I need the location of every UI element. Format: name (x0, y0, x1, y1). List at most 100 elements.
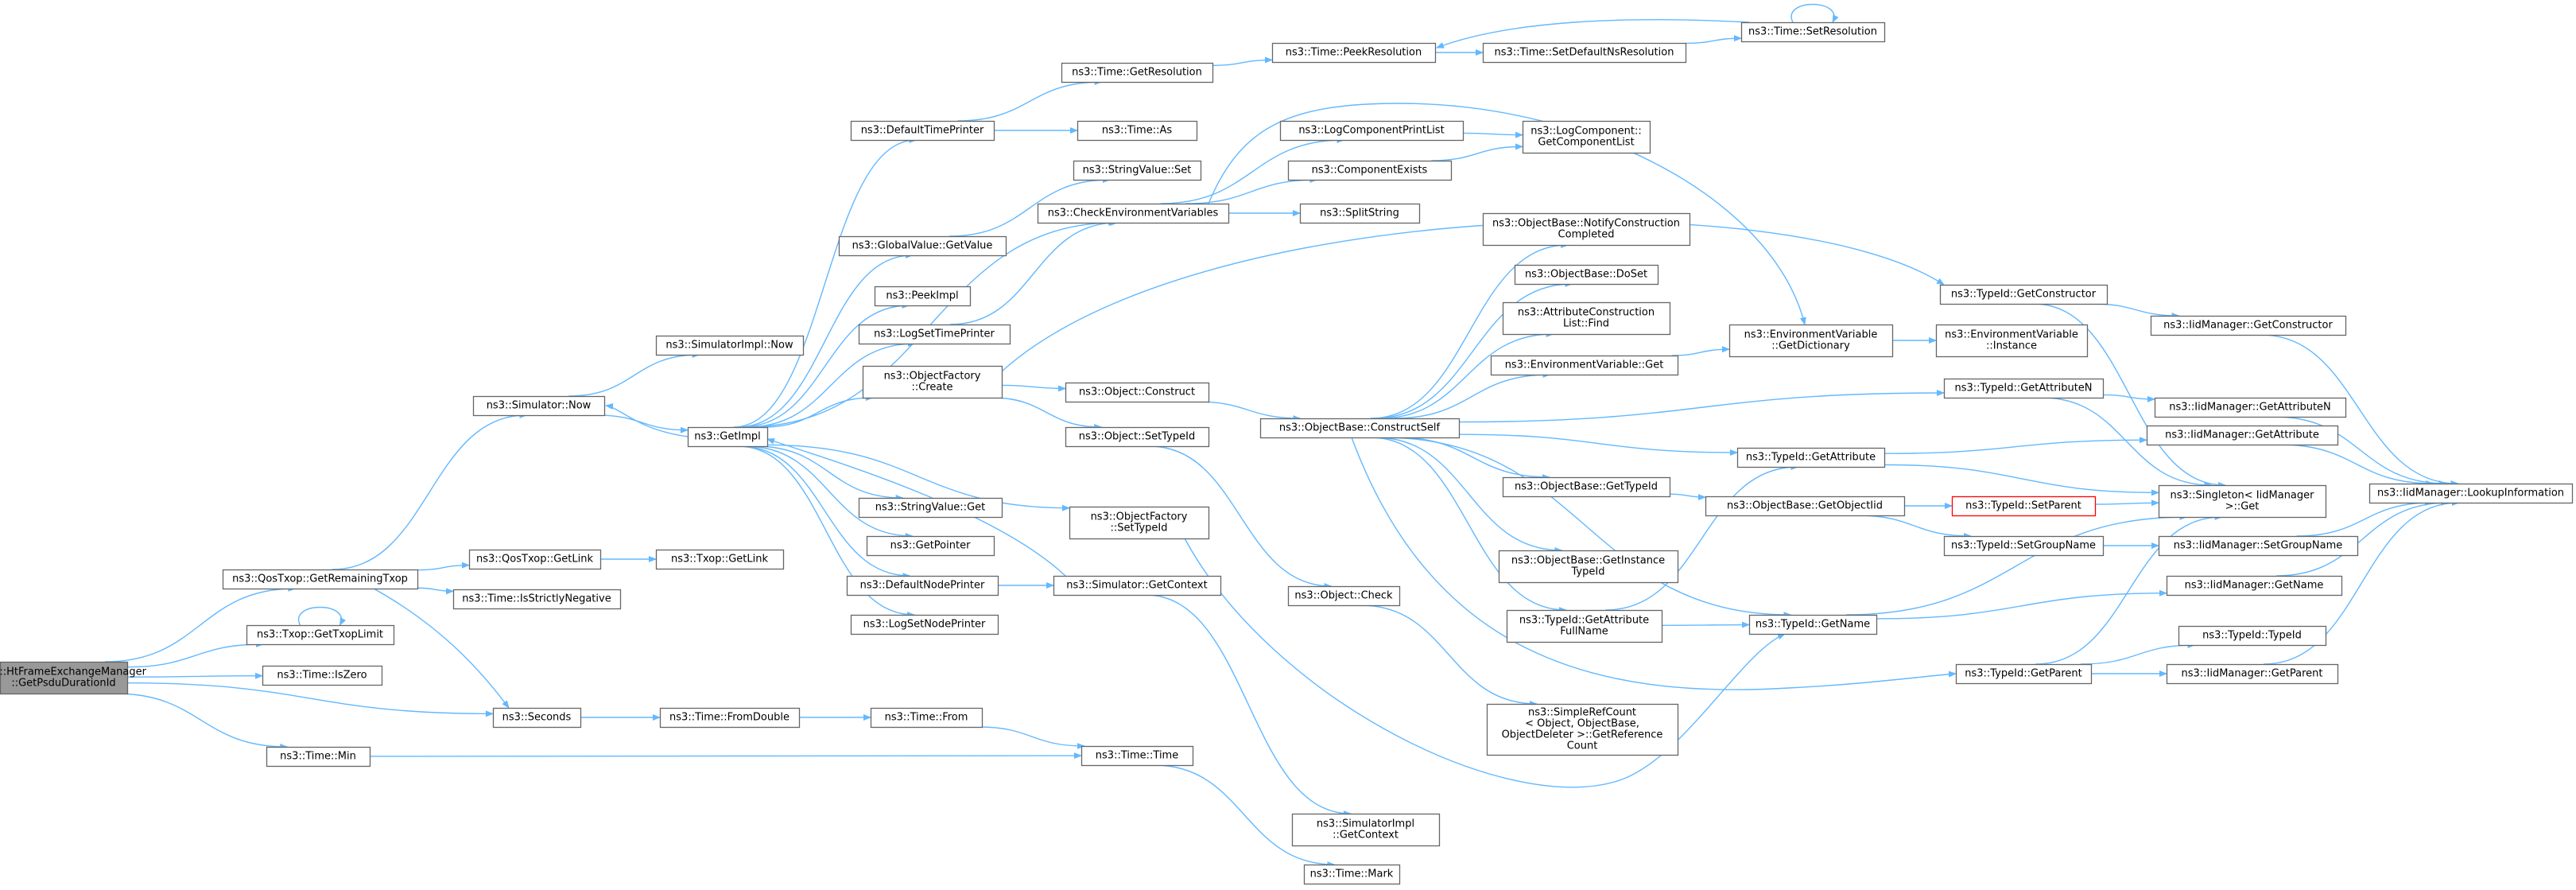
node-qos-getrem[interactable]: ns3::QosTxop::GetRemainingTxop (222, 569, 419, 590)
node-objbase-gettypeid[interactable]: ns3::ObjectBase::GetTypeId (1502, 476, 1671, 498)
node-typeid-getconstructor[interactable]: ns3::TypeId::GetConstructor (1939, 284, 2109, 305)
node-getobjectiid[interactable]: ns3::ObjectBase::GetObjectIid (1705, 496, 1906, 517)
node-qos-getlink[interactable]: ns3::QosTxop::GetLink (468, 549, 602, 570)
node-label: ns3::Time::GetResolution (1072, 67, 1202, 79)
node-iid-getattr[interactable]: ns3::IidManager::GetAttribute (2146, 425, 2339, 446)
node-time-from[interactable]: ns3::Time::From (870, 707, 983, 729)
node-box (266, 746, 371, 768)
node-time-time[interactable]: ns3::Time::Time (1080, 745, 1194, 767)
node-time-getres[interactable]: ns3::Time::GetResolution (1061, 62, 1214, 84)
node-logsettimeprinter[interactable]: ns3::LogSetTimePrinter (858, 324, 1011, 345)
node-simplerefcount[interactable]: ns3::SimpleRefCount< Object, ObjectBase,… (1486, 703, 1679, 756)
node-compexists[interactable]: ns3::ComponentExists (1287, 160, 1453, 181)
node-typeid-typeid[interactable]: ns3::TypeId::TypeId (2178, 625, 2327, 647)
node-objfactory-settypeid[interactable]: ns3::ObjectFactory::SetTypeId (1069, 506, 1210, 540)
node-time-isneg[interactable]: ns3::Time::IsStrictlyNegative (452, 589, 622, 610)
node-seconds[interactable]: ns3::Seconds (492, 707, 582, 729)
edge-iid_getname-to-iid_lookup (2276, 499, 2450, 577)
node-label: ns3::Object::Construct (1079, 387, 1195, 398)
node-logsetnodeprinter[interactable]: ns3::LogSetNodePrinter (850, 614, 999, 635)
node-iid-lookup[interactable]: ns3::IidManager::LookupInformation (2368, 483, 2574, 504)
node-stringvalue-get[interactable]: ns3::StringValue::Get (858, 497, 1003, 519)
node-box (1037, 203, 1230, 224)
node-typeid-getparent[interactable]: ns3::TypeId::GetParent (1955, 663, 2093, 685)
node-obj-settypeid[interactable]: ns3::Object::SetTypeId (1065, 426, 1210, 448)
node-envvar-instance[interactable]: ns3::EnvironmentVariable::Instance (1935, 324, 2089, 358)
node-iid-setgroupname[interactable]: ns3::IidManager::SetGroupName (2158, 535, 2359, 557)
node-typeid-getattrn[interactable]: ns3::TypeId::GetAttributeN (1943, 378, 2105, 399)
node-deftimeprinter[interactable]: ns3::DefaultTimePrinter (850, 120, 995, 142)
node-box (1077, 120, 1198, 142)
node-typeid-getattr[interactable]: ns3::TypeId::GetAttribute (1736, 447, 1886, 468)
node-envvar-getdict[interactable]: ns3::EnvironmentVariable::GetDictionary (1728, 324, 1894, 358)
edge-constructself-to-objbase_gettypeid (1396, 437, 1550, 480)
edge-typeid_getname-to-iid_getname (1876, 589, 2167, 620)
node-getpointer[interactable]: ns3::GetPointer (866, 535, 995, 557)
node-peekres[interactable]: ns3::Time::PeekResolution (1271, 42, 1437, 64)
node-notifyconstruct[interactable]: ns3::ObjectBase::NotifyConstructionCompl… (1482, 212, 1691, 247)
node-getimpl[interactable]: ns3::GetImpl (687, 426, 769, 448)
node-label: ns3::ObjectFactory (884, 371, 981, 383)
node-time-min[interactable]: ns3::Time::Min (266, 746, 371, 768)
node-fromdouble[interactable]: ns3::Time::FromDouble (659, 707, 801, 729)
node-root[interactable]: ns3::HtFrameExchangeManager::GetPsduDura… (0, 661, 147, 695)
node-sim-getcontext[interactable]: ns3::Simulator::GetContext (1053, 575, 1222, 597)
node-label: List::Find (1563, 318, 1609, 330)
node-box (1506, 609, 1663, 643)
node-logcompprintlist[interactable]: ns3::LogComponentPrintList (1279, 120, 1465, 142)
edge-constructself-to-typeid_getattr (1458, 433, 1738, 456)
node-iid-getattrn[interactable]: ns3::IidManager::GetAttributeN (2154, 397, 2347, 418)
node-envvar-get[interactable]: ns3::EnvironmentVariable::Get (1490, 355, 1679, 376)
node-constructself[interactable]: ns3::ObjectBase::ConstructSelf (1259, 418, 1461, 439)
node-box (1291, 813, 1441, 847)
node-splitstring[interactable]: ns3::SplitString (1299, 203, 1421, 224)
node-box (1482, 212, 1691, 247)
edge-typeid_getparent-to-singleton_get (2035, 514, 2223, 665)
node-obj-check[interactable]: ns3::Object::Check (1287, 585, 1401, 607)
node-label: ns3::Time::IsStrictlyNegative (462, 593, 611, 605)
node-txop-getlimit[interactable]: ns3::Txop::GetTxopLimit (246, 624, 395, 646)
node-typeid-setparent[interactable]: ns3::TypeId::SetParent (1951, 496, 2097, 517)
node-box (1287, 160, 1453, 181)
node-singleton-get[interactable]: ns3::Singleton< IidManager >::Get (2158, 484, 2327, 519)
node-checkenv[interactable]: ns3::CheckEnvironmentVariables (1037, 203, 1230, 224)
node-box (1053, 575, 1222, 597)
edge-getimpl-to-logsetnodeprinter (737, 445, 915, 618)
node-typeid-getname[interactable]: ns3::TypeId::GetName (1748, 614, 1878, 635)
node-peekimpl[interactable]: ns3::PeekImpl (874, 286, 972, 307)
node-obj-construct[interactable]: ns3::Object::Construct (1065, 382, 1210, 403)
node-time-mark[interactable]: ns3::Time::Mark (1303, 864, 1401, 885)
node-simimpl-now[interactable]: ns3::SimulatorImpl::Now (655, 335, 805, 356)
node-defnodeprinter[interactable]: ns3::DefaultNodePrinter (846, 575, 999, 597)
node-simimpl-getcontext[interactable]: ns3::SimulatorImpl::GetContext (1291, 813, 1441, 847)
edge-getimpl-to-globalvalue_get (737, 252, 914, 428)
node-box (2158, 535, 2359, 557)
node-globalvalue-get[interactable]: ns3::GlobalValue::GetValue (838, 235, 1007, 257)
node-label: ns3::LogComponent:: (1530, 126, 1642, 138)
nodes-layer: ns3::HtFrameExchangeManager::GetPsduDura… (0, 21, 2574, 885)
edge-getimpl-to-deftimeprinter (733, 137, 918, 428)
node-objfactory-create[interactable]: ns3::ObjectFactory::Create (862, 365, 1003, 399)
node-box (1951, 496, 2097, 517)
node-label: ns3::DefaultTimePrinter (861, 125, 984, 137)
node-logcomp-getlist[interactable]: ns3::LogComponent::GetComponentList (1522, 120, 1651, 154)
node-setdefres[interactable]: ns3::Time::SetDefaultNsResolution (1482, 42, 1687, 64)
edge-obj_construct-to-constructself (1196, 401, 1302, 422)
node-iid-getparent[interactable]: ns3::IidManager::GetParent (2166, 663, 2339, 685)
node-sim-now[interactable]: ns3::Simulator::Now (472, 395, 606, 417)
node-box (1748, 614, 1878, 635)
node-time-as[interactable]: ns3::Time::As (1077, 120, 1198, 142)
node-iid-getname[interactable]: ns3::IidManager::GetName (2166, 575, 2343, 597)
node-box (1065, 426, 1210, 448)
node-time-iszero[interactable]: ns3::Time::IsZero (262, 665, 383, 686)
node-txop-getlink[interactable]: ns3::Txop::GetLink (655, 549, 785, 570)
node-setres[interactable]: ns3::Time::SetResolution (1740, 21, 1886, 43)
edge-root-to-seconds (126, 682, 494, 717)
node-stringvalue-set[interactable]: ns3::StringValue::Set (1073, 160, 1202, 181)
node-typeid-setgroupname[interactable]: ns3::TypeId::SetGroupName (1943, 535, 2105, 557)
node-iid-getconstructor[interactable]: ns3::IidManager::GetConstructor (2150, 315, 2347, 336)
node-doset[interactable]: ns3::ObjectBase::DoSet (1514, 264, 1659, 286)
